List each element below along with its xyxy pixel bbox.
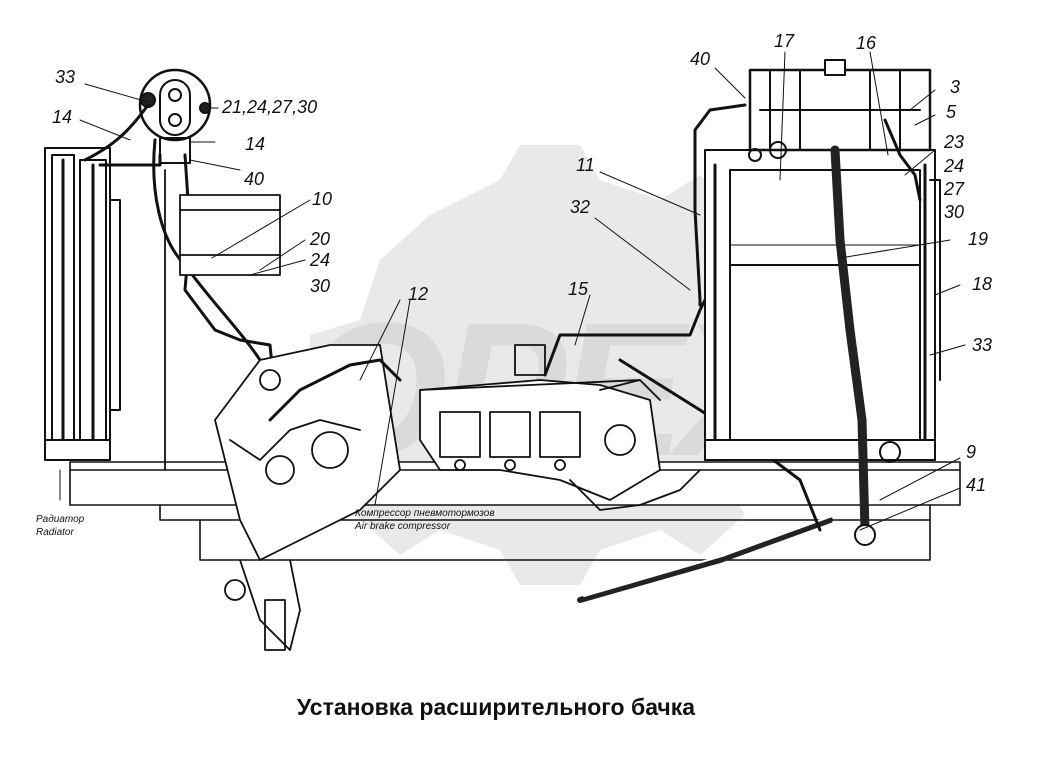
engine-left-assembly xyxy=(164,169,401,651)
callout-30-mid: 30 xyxy=(310,276,331,296)
callout-14-mid: 14 xyxy=(245,134,266,154)
callout-16: 16 xyxy=(856,33,877,53)
radiator-label-ru: Радиатор xyxy=(36,514,85,525)
diagram-caption: Установка расширительного бачка xyxy=(296,694,696,720)
radiator-label-en: Radiator xyxy=(36,527,74,538)
callout-40-right: 40 xyxy=(690,49,711,69)
callout-33-right: 33 xyxy=(972,335,993,355)
callout-40-mid: 40 xyxy=(244,169,265,189)
right-expansion-tank xyxy=(748,59,932,162)
callout-27: 27 xyxy=(944,179,965,199)
engine-block xyxy=(419,344,701,511)
callout-10: 10 xyxy=(312,189,333,209)
compressor-label-en: Air brake compressor xyxy=(355,521,451,532)
callout-19: 19 xyxy=(968,229,989,249)
callout-9: 9 xyxy=(966,442,977,462)
callout-11: 11 xyxy=(576,155,595,175)
left-expansion-tank xyxy=(138,68,212,164)
callout-17: 17 xyxy=(774,31,795,51)
callout-24-right: 24 xyxy=(944,156,965,176)
callout-18: 18 xyxy=(972,274,993,294)
right-radiator xyxy=(704,149,941,463)
callout-15: 15 xyxy=(568,279,589,299)
callout-5: 5 xyxy=(946,102,957,122)
callout-30-right: 30 xyxy=(944,202,965,222)
callout-24-mid: 24 xyxy=(310,250,331,270)
right-hoses xyxy=(693,103,922,546)
callout-21-24-27-30: 21,24,27,30 xyxy=(222,97,318,117)
compressor-label-ru: Компрессор пневмотормозов xyxy=(355,508,495,519)
callout-14-left: 14 xyxy=(52,107,73,127)
callout-20: 20 xyxy=(310,229,331,249)
callout-33-left: 33 xyxy=(55,67,76,87)
callout-23: 23 xyxy=(944,132,965,152)
left-radiator xyxy=(44,147,121,461)
callout-32: 32 xyxy=(570,197,591,217)
callout-3: 3 xyxy=(950,77,961,97)
callout-41: 41 xyxy=(966,475,987,495)
callout-12: 12 xyxy=(408,284,429,304)
leader-lines xyxy=(59,51,966,531)
